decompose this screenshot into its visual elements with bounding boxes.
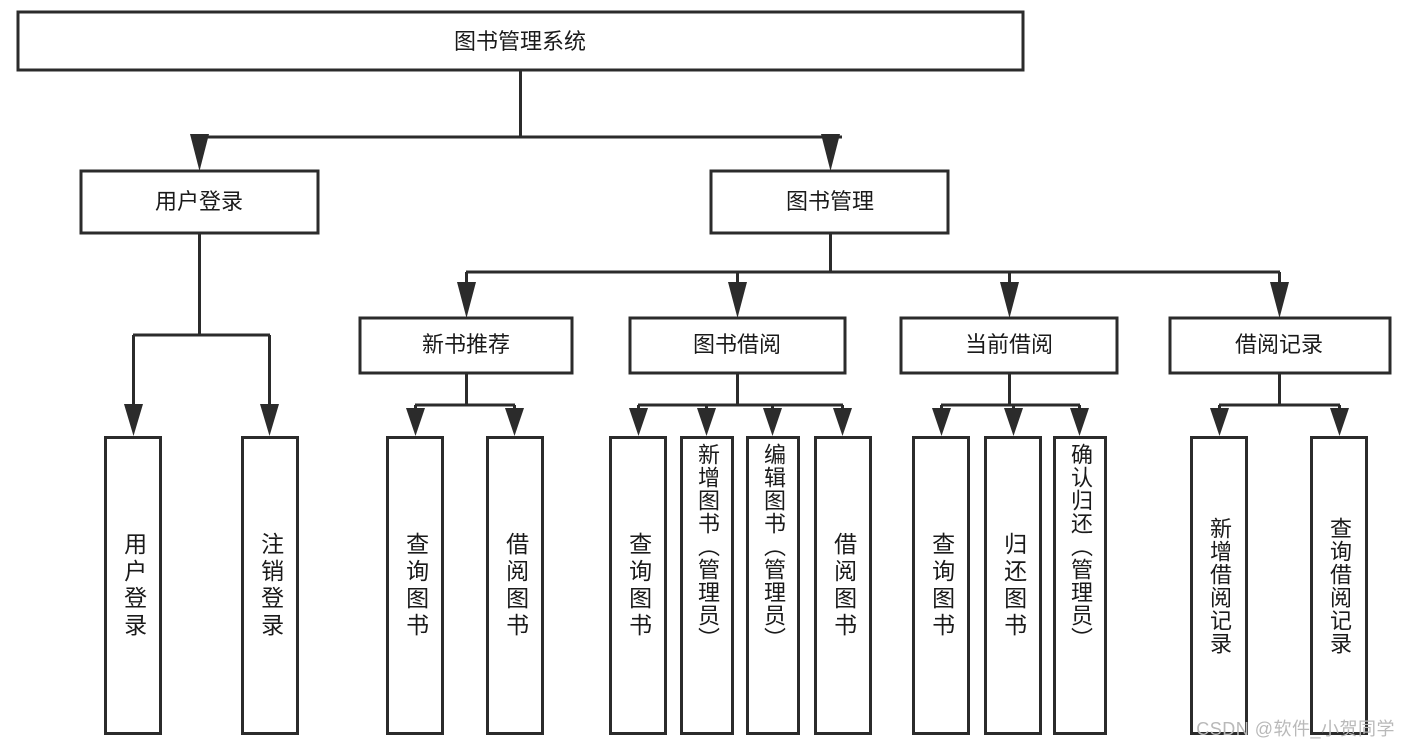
node-leaf-user-login-label: 用户登录 bbox=[120, 531, 147, 640]
node-leaf-logout-login-label: 注销登录 bbox=[257, 531, 284, 640]
node-borrow-record[interactable]: 借阅记录 bbox=[1168, 316, 1392, 375]
arrow-head-icon bbox=[1070, 408, 1089, 436]
arrow-head-icon bbox=[124, 404, 143, 436]
arrow-head-icon bbox=[406, 408, 425, 436]
node-leaf-query-book-borrow-label: 查询图书 bbox=[625, 531, 652, 640]
arrow-head-icon bbox=[821, 134, 840, 171]
arrow-head-icon bbox=[833, 408, 852, 436]
node-new-book-recommend[interactable]: 新书推荐 bbox=[358, 316, 574, 375]
node-leaf-borrow-book[interactable]: 借阅图书 bbox=[814, 436, 872, 735]
node-new-book-recommend-label: 新书推荐 bbox=[422, 332, 510, 357]
arrow-head-icon bbox=[505, 408, 524, 436]
node-root-box bbox=[16, 10, 1025, 72]
node-leaf-query-book-borrow[interactable]: 查询图书 bbox=[609, 436, 667, 735]
arrow-head-icon bbox=[1000, 282, 1019, 318]
node-borrow-record-box bbox=[1168, 316, 1392, 375]
node-leaf-add-book-admin[interactable]: 新增图书（管理员） bbox=[680, 436, 734, 735]
node-book-manage[interactable]: 图书管理 bbox=[709, 169, 950, 235]
node-current-borrow-box bbox=[899, 316, 1119, 375]
node-leaf-add-book-admin-label: 新增图书（管理员） bbox=[694, 443, 720, 650]
node-book-borrow[interactable]: 图书借阅 bbox=[628, 316, 847, 375]
node-root-label: 图书管理系统 bbox=[454, 29, 586, 54]
node-leaf-borrow-book-recommend[interactable]: 借阅图书 bbox=[486, 436, 544, 735]
connector-borrow-to-leaves bbox=[629, 373, 852, 436]
arrow-head-icon bbox=[1210, 408, 1229, 436]
node-leaf-confirm-return-admin-label: 确认归还（管理员） bbox=[1067, 443, 1093, 650]
connector-record-to-leaves bbox=[1210, 373, 1349, 436]
node-leaf-logout-login[interactable]: 注销登录 bbox=[241, 436, 299, 735]
node-leaf-user-login[interactable]: 用户登录 bbox=[104, 436, 162, 735]
node-book-manage-box bbox=[709, 169, 950, 235]
arrow-head-icon bbox=[190, 134, 209, 171]
node-leaf-borrow-book-label: 借阅图书 bbox=[830, 531, 857, 640]
node-current-borrow[interactable]: 当前借阅 bbox=[899, 316, 1119, 375]
connector-root-to-level2 bbox=[190, 70, 842, 171]
arrow-head-icon bbox=[260, 404, 279, 436]
node-book-manage-label: 图书管理 bbox=[786, 189, 874, 214]
node-leaf-edit-book-admin-label: 编辑图书（管理员） bbox=[760, 443, 786, 650]
node-leaf-query-book-recommend[interactable]: 查询图书 bbox=[386, 436, 444, 735]
node-leaf-query-book-current[interactable]: 查询图书 bbox=[912, 436, 970, 735]
node-user-login-box bbox=[79, 169, 320, 235]
node-book-borrow-label: 图书借阅 bbox=[693, 332, 781, 357]
node-leaf-return-book-label: 归还图书 bbox=[1000, 531, 1027, 640]
node-current-borrow-label: 当前借阅 bbox=[965, 332, 1053, 357]
node-leaf-query-book-recommend-label: 查询图书 bbox=[402, 531, 429, 640]
node-borrow-record-label: 借阅记录 bbox=[1235, 332, 1323, 357]
arrow-head-icon bbox=[763, 408, 782, 436]
node-leaf-query-book-current-label: 查询图书 bbox=[928, 531, 955, 640]
node-new-book-recommend-box bbox=[358, 316, 574, 375]
node-leaf-borrow-book-recommend-label: 借阅图书 bbox=[502, 531, 529, 640]
node-leaf-add-borrow-record-label: 新增借阅记录 bbox=[1206, 516, 1232, 655]
node-leaf-confirm-return-admin[interactable]: 确认归还（管理员） bbox=[1053, 436, 1107, 735]
node-root[interactable]: 图书管理系统 bbox=[16, 10, 1025, 72]
node-leaf-edit-book-admin[interactable]: 编辑图书（管理员） bbox=[746, 436, 800, 735]
node-book-borrow-box bbox=[628, 316, 847, 375]
arrow-head-icon bbox=[629, 408, 648, 436]
arrow-head-icon bbox=[457, 282, 476, 318]
arrow-head-icon bbox=[728, 282, 747, 318]
connector-userlogin-to-leaves bbox=[124, 233, 279, 436]
node-leaf-return-book[interactable]: 归还图书 bbox=[984, 436, 1042, 735]
arrow-head-icon bbox=[1004, 408, 1023, 436]
arrow-head-icon bbox=[697, 408, 716, 436]
node-user-login-label: 用户登录 bbox=[155, 189, 243, 214]
node-leaf-query-borrow-record[interactable]: 查询借阅记录 bbox=[1310, 436, 1368, 735]
connector-bookmanage-to-level3 bbox=[457, 233, 1289, 318]
connector-recommend-to-leaves bbox=[406, 373, 524, 436]
arrow-head-icon bbox=[932, 408, 951, 436]
arrow-head-icon bbox=[1330, 408, 1349, 436]
node-leaf-query-borrow-record-label: 查询借阅记录 bbox=[1326, 516, 1352, 655]
node-leaf-add-borrow-record[interactable]: 新增借阅记录 bbox=[1190, 436, 1248, 735]
arrow-head-icon bbox=[1270, 282, 1289, 318]
node-user-login[interactable]: 用户登录 bbox=[79, 169, 320, 235]
connector-current-to-leaves bbox=[932, 373, 1089, 436]
